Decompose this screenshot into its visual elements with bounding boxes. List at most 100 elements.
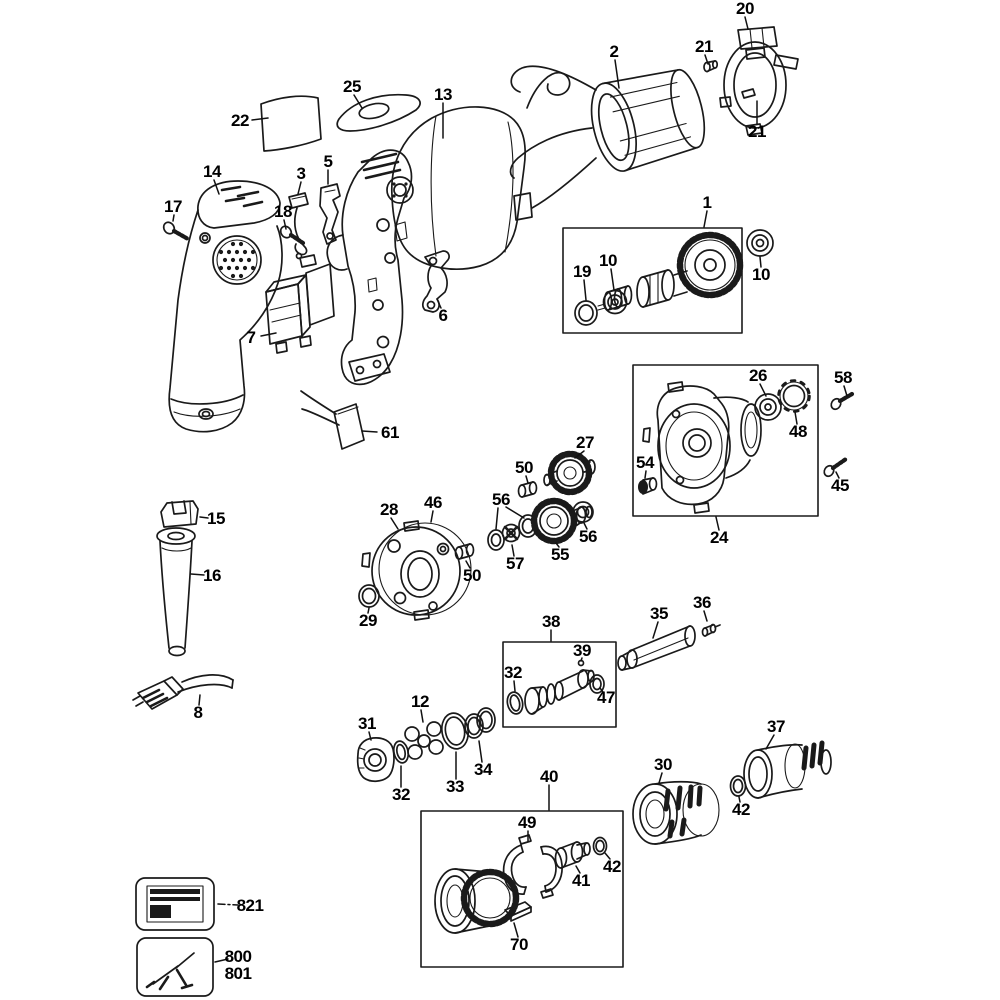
switch-bracket [319, 183, 341, 245]
leader-line-20 [744, 16, 749, 30]
washer-56-right [572, 501, 594, 523]
leader-line-39 [580, 657, 583, 662]
leader-line-54 [644, 470, 647, 479]
leader-line-42 [604, 852, 611, 860]
leader-line-41 [575, 865, 581, 874]
armature [597, 231, 744, 311]
leader-line-56 [495, 507, 499, 530]
collar-nut-31 [356, 737, 395, 782]
callout-38: 38 [542, 612, 560, 631]
clutch-gasket-46 [378, 522, 472, 616]
pin-50-upper [517, 481, 538, 498]
callout-41: 41 [572, 871, 590, 890]
callout-32: 32 [392, 785, 410, 804]
callout-22: 22 [231, 111, 249, 130]
callout-50: 50 [515, 458, 533, 477]
sleeve-41 [554, 841, 591, 869]
ring-42-outer [729, 775, 747, 797]
leader-line-17 [172, 214, 175, 222]
clutch-cup [434, 868, 520, 934]
leader-line-18 [283, 219, 287, 230]
leader-line-37 [765, 734, 775, 750]
callout-14: 14 [203, 162, 221, 181]
callout-49: 49 [518, 813, 536, 832]
callout-21: 21 [695, 37, 713, 56]
cord-protector-16 [156, 527, 196, 657]
adjust-collar-30 [632, 780, 720, 845]
callout-19: 19 [573, 262, 591, 281]
callout-800: 800 [224, 947, 252, 966]
lead-wire [288, 192, 309, 260]
top-cover [336, 93, 421, 132]
brush-holder-ring [719, 26, 799, 136]
leader-line-16 [190, 573, 205, 576]
callout-30: 30 [654, 755, 672, 774]
field-coil [509, 65, 706, 209]
callout-32: 32 [504, 663, 522, 682]
callout-31: 31 [358, 714, 376, 733]
callout-33: 33 [446, 777, 464, 796]
callout-821: 821 [236, 896, 264, 915]
callout-2: 2 [609, 42, 619, 61]
warning-label [260, 95, 322, 152]
leader-line-28 [390, 517, 399, 530]
nameplate-821 [135, 877, 215, 931]
clutch-spindle [524, 669, 595, 715]
callout-50: 50 [463, 566, 481, 585]
leader-line-10 [759, 256, 762, 268]
leader-line-3 [297, 181, 302, 195]
callout-5: 5 [323, 152, 333, 171]
leader-line-55 [555, 542, 560, 548]
callout-70: 70 [510, 935, 528, 954]
callout-1: 1 [702, 193, 712, 212]
leader-lines [172, 16, 848, 963]
callout-20: 20 [736, 0, 754, 18]
leader-line-45 [835, 471, 840, 479]
callout-7: 7 [246, 328, 256, 347]
callout-21: 21 [748, 122, 766, 141]
leader-line-7 [260, 332, 277, 337]
callout-10: 10 [599, 251, 617, 270]
power-cord-8 [132, 674, 234, 710]
gear-case [642, 381, 762, 514]
callout-36: 36 [693, 593, 711, 612]
callout-3: 3 [296, 164, 306, 183]
callout-56: 56 [579, 527, 597, 546]
leader-line-25 [353, 94, 363, 109]
clutch-plate-28 [361, 520, 461, 621]
brush-pin-left [703, 60, 719, 73]
nosepiece-37 [743, 740, 832, 799]
washer-56-left [487, 529, 505, 551]
leader-line-10 [610, 268, 615, 291]
callout-25: 25 [343, 77, 361, 96]
snap-ring-47 [589, 674, 605, 694]
leader-line-58 [843, 385, 848, 397]
spindle-assembly-box [502, 641, 617, 728]
leader-line-8 [198, 694, 201, 706]
leader-line-19 [583, 279, 587, 301]
callout-57: 57 [506, 554, 524, 573]
callout-8: 8 [193, 703, 203, 722]
callout-26: 26 [749, 366, 767, 385]
screw-45 [823, 456, 849, 478]
ring-set-34 [464, 707, 496, 739]
armature-assembly-box [562, 227, 743, 334]
callout-16: 16 [203, 566, 221, 585]
leader-line-47 [599, 687, 604, 693]
detent-wedge-70 [504, 901, 532, 922]
callout-39: 39 [573, 641, 591, 660]
leader-line-46 [430, 510, 434, 523]
leader-line-27 [574, 450, 585, 459]
motor-housing-half [390, 71, 571, 270]
callout-55: 55 [551, 545, 569, 564]
callout-801: 801 [224, 964, 252, 983]
clutch-assembly-box [420, 810, 624, 968]
leader-line-61 [361, 430, 378, 433]
callout-29: 29 [359, 611, 377, 630]
callout-54: 54 [636, 453, 654, 472]
callout-46: 46 [424, 493, 442, 512]
callout-35: 35 [650, 604, 668, 623]
leader-line-6 [436, 298, 442, 309]
